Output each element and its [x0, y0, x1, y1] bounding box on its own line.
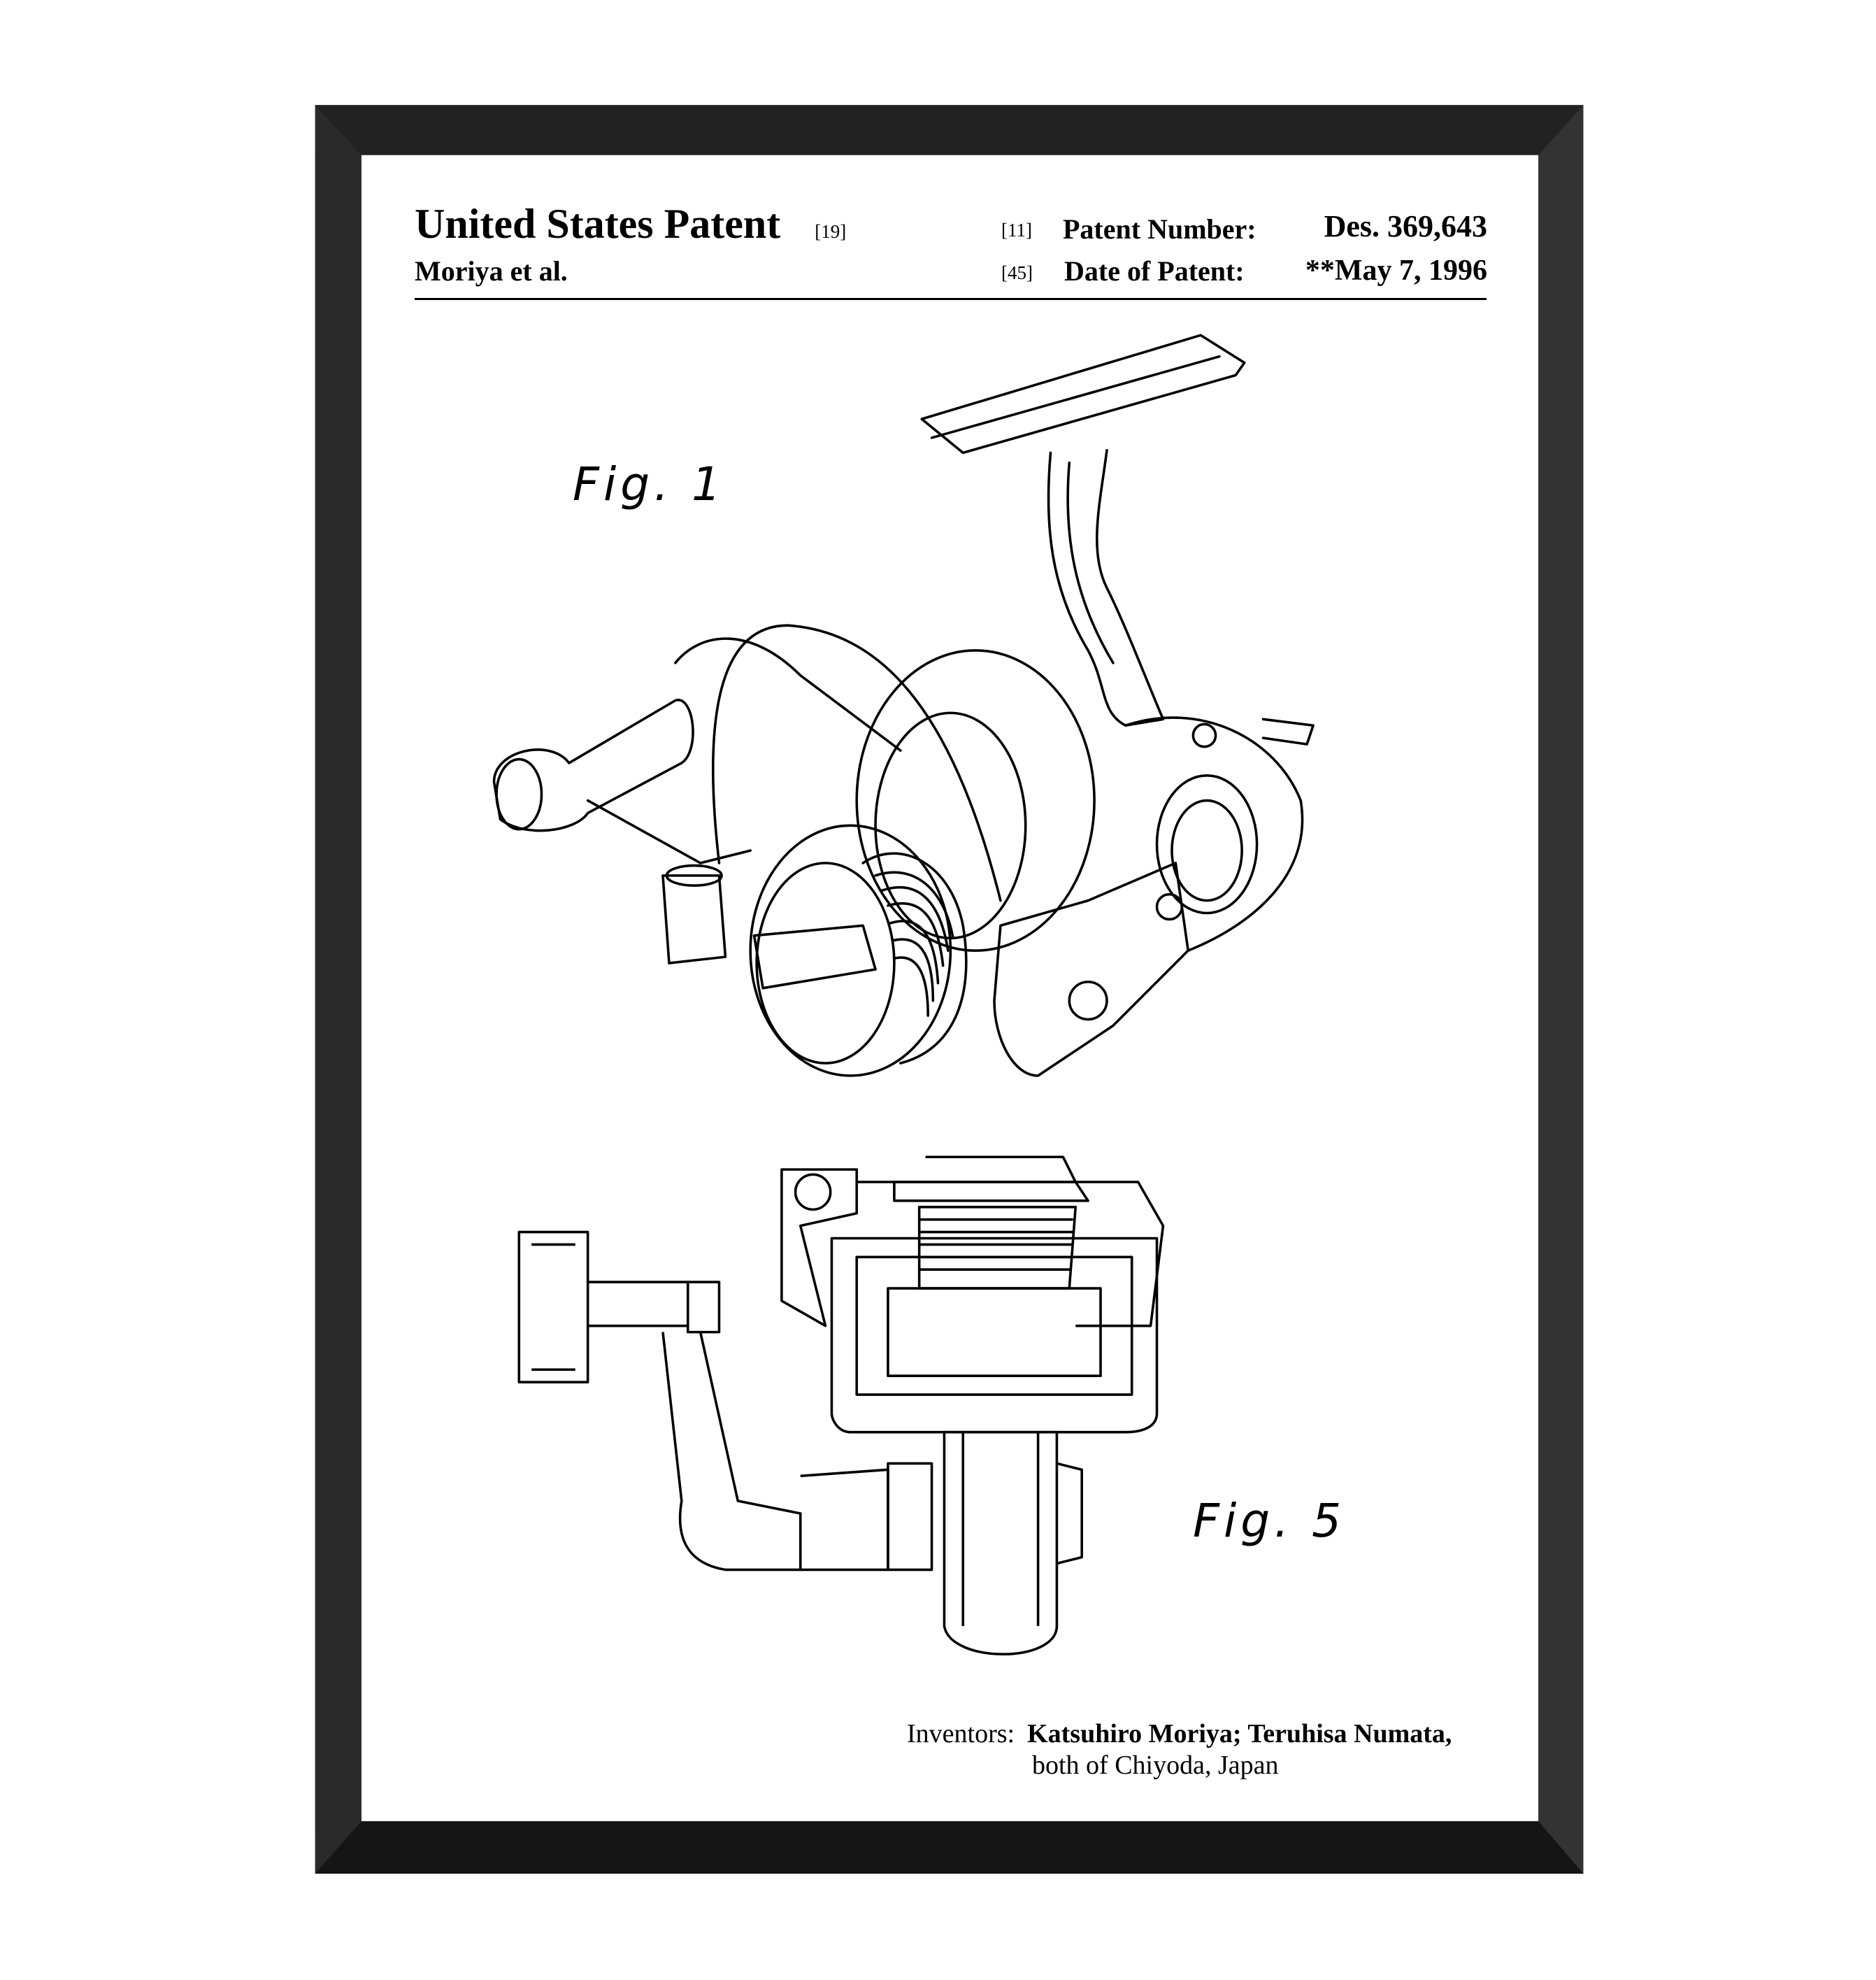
fig1-label: Fig. 1 — [573, 457, 726, 511]
date-value: **May 7, 1996 — [1305, 255, 1487, 287]
patent-title: United States Patent [19] — [415, 203, 846, 245]
date-label: Date of Patent: — [1064, 255, 1245, 287]
header-rule — [415, 298, 1487, 300]
number-value: Des. 369,643 — [1324, 209, 1487, 243]
number-label: Patent Number: — [1063, 213, 1256, 245]
fig5-label: Fig. 5 — [1193, 1494, 1346, 1548]
title-ref: [19] — [815, 221, 847, 242]
assignee-line: Moriya et al. — [415, 255, 568, 287]
fig1-reel-drawing — [492, 334, 1315, 1077]
inventors-label: Inventors: — [907, 1719, 1015, 1748]
number-ref: [11] — [1001, 220, 1032, 241]
fig5-reel-drawing — [517, 1155, 1165, 1655]
inventors-location: both of Chiyoda, Japan — [1032, 1751, 1279, 1780]
patent-title-text: United States Patent — [415, 201, 781, 247]
inventors-line: Inventors: Katsuhiro Moriya; Teruhisa Num… — [907, 1721, 1452, 1747]
inventors-names: Katsuhiro Moriya; Teruhisa Numata, — [1027, 1719, 1452, 1748]
picture-frame — [315, 105, 1584, 1874]
date-ref: [45] — [1001, 262, 1033, 283]
